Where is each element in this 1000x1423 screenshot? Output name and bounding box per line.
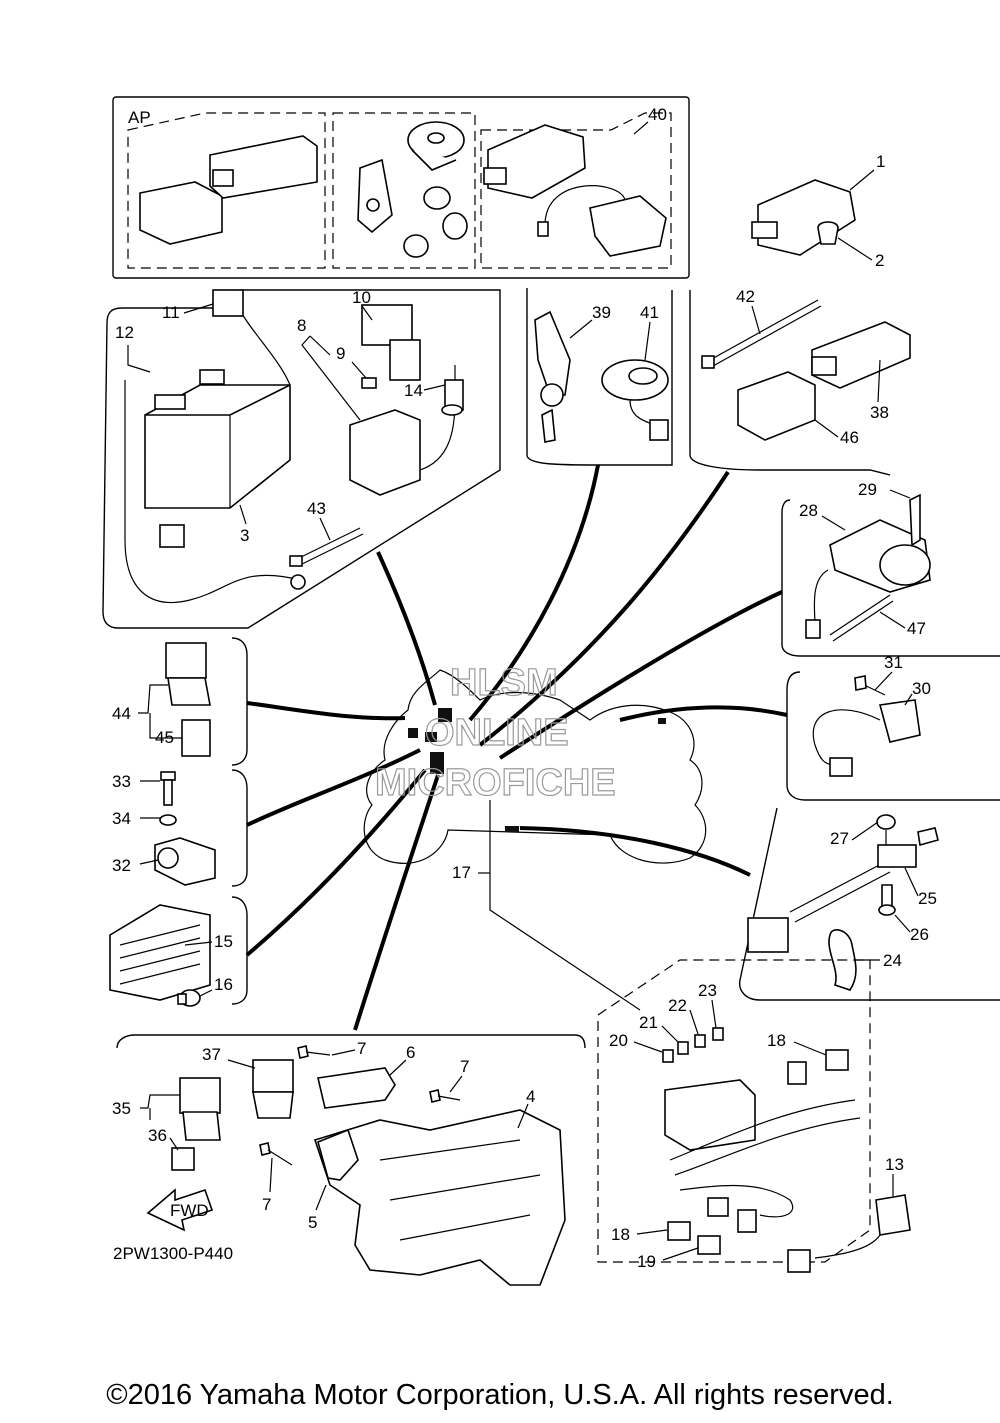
watermark: HLSM ONLINE MICROFICHE xyxy=(374,661,616,804)
part-label-12: 12 xyxy=(115,323,134,342)
part-label-18b: 18 xyxy=(611,1225,630,1244)
part-label-30: 30 xyxy=(912,679,931,698)
part-label-11: 11 xyxy=(162,303,180,322)
part-1-cdi-unit: 1 2 xyxy=(751,152,885,270)
key-group: 39 41 xyxy=(526,288,673,466)
part-label-46: 46 xyxy=(840,428,859,447)
part-label-47: 47 xyxy=(907,619,926,638)
part-label-41: 41 xyxy=(640,303,659,322)
horn-group: 29 28 47 xyxy=(781,480,1000,657)
fwd-label: FWD xyxy=(170,1201,209,1220)
part-label-10: 10 xyxy=(352,288,371,307)
part-label-24: 24 xyxy=(883,951,902,970)
part-label-18a: 18 xyxy=(767,1031,786,1050)
harness-group: 20 21 22 23 18 18 19 13 xyxy=(597,959,911,1273)
ap-key-set-icon xyxy=(357,121,468,258)
part-label-13: 13 xyxy=(885,1155,904,1174)
part-label-22: 22 xyxy=(668,996,687,1015)
part-label-3: 3 xyxy=(240,526,249,545)
part-label-27: 27 xyxy=(830,829,849,848)
part-label-15: 15 xyxy=(214,932,233,951)
part-label-45: 45 xyxy=(155,728,174,747)
part-label-39: 39 xyxy=(592,303,611,322)
part-label-35: 35 xyxy=(112,1099,131,1118)
part-label-40: 40 xyxy=(648,105,667,124)
part-label-32: 32 xyxy=(112,856,131,875)
part-label-25: 25 xyxy=(918,889,937,908)
part-label-16: 16 xyxy=(214,975,233,994)
part-label-19: 19 xyxy=(637,1252,656,1271)
rectifier-group: 15 16 xyxy=(109,896,248,1007)
relay-44-group: 44 45 xyxy=(112,637,248,766)
part-label-23: 23 xyxy=(698,981,717,1000)
watermark-line-3: MICROFICHE xyxy=(375,762,616,804)
frame-group: 35 36 37 FWD 2PW1300-P440 7 7 7 6 4 5 xyxy=(112,1034,586,1286)
ap-ecu-icon xyxy=(139,135,318,245)
part-label-28: 28 xyxy=(799,501,818,520)
part-label-33: 33 xyxy=(112,772,131,791)
drawing-code: 2PW1300-P440 xyxy=(113,1244,233,1263)
part-label-6: 6 xyxy=(406,1043,415,1062)
watermark-line-2: ONLINE xyxy=(425,712,569,754)
ecu-group: 42 38 46 xyxy=(689,287,911,476)
part-label-5: 5 xyxy=(308,1213,317,1232)
sensor-30-group: 31 30 xyxy=(786,653,1000,801)
part-label-14: 14 xyxy=(404,381,423,400)
part-label-42: 42 xyxy=(736,287,755,306)
part-label-7c: 7 xyxy=(262,1195,271,1214)
battery-group: 3 8 9 10 11 12 14 43 xyxy=(102,288,501,629)
harness-wires xyxy=(245,464,788,1031)
part-label-1: 1 xyxy=(876,152,885,171)
ap-cdi-unit-icon xyxy=(483,124,667,257)
part-label-20: 20 xyxy=(609,1031,628,1050)
part-label-8: 8 xyxy=(297,316,306,335)
part-label-7b: 7 xyxy=(460,1057,469,1076)
part-label-4: 4 xyxy=(526,1087,535,1106)
sensor-25-group: 27 25 26 24 xyxy=(738,807,1000,1001)
part-label-21: 21 xyxy=(639,1013,658,1032)
part-label-7a: 7 xyxy=(357,1039,366,1058)
watermark-line-1: HLSM xyxy=(450,662,558,704)
part-label-29: 29 xyxy=(858,480,877,499)
part-label-34: 34 xyxy=(112,809,131,828)
part-label-26: 26 xyxy=(910,925,929,944)
part-label-31: 31 xyxy=(884,653,903,672)
part-label-38: 38 xyxy=(870,403,889,422)
part-label-2: 2 xyxy=(875,251,884,270)
motorcycle-silhouette xyxy=(363,669,707,1011)
ap-label: AP xyxy=(128,108,151,127)
sensor-32-group: 33 34 32 xyxy=(112,769,248,887)
part-label-17: 17 xyxy=(452,863,471,882)
part-label-37: 37 xyxy=(202,1045,221,1064)
part-label-9: 9 xyxy=(336,344,345,363)
part-label-44: 44 xyxy=(112,704,131,723)
part-label-36: 36 xyxy=(148,1126,167,1145)
copyright-text: ©2016 Yamaha Motor Corporation, U.S.A. A… xyxy=(106,1379,894,1411)
part-label-43: 43 xyxy=(307,499,326,518)
ap-accessory-box: AP 40 xyxy=(112,96,690,279)
